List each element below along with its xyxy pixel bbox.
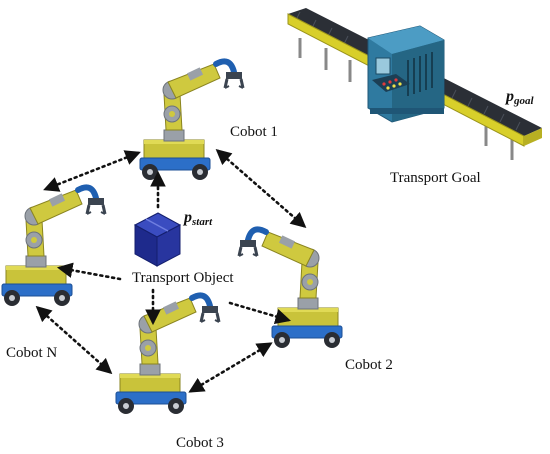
transport-goal-label: Transport Goal xyxy=(390,170,481,186)
p-goal-symbol: p xyxy=(506,88,514,105)
cobot-n-robot-arm-icon xyxy=(2,187,105,306)
communication-arrows xyxy=(35,148,307,393)
arrow-object-cobot2 xyxy=(228,301,291,324)
cobot-1-robot-arm-icon xyxy=(140,61,243,180)
p-start-symbol: p xyxy=(184,209,192,226)
arrow-cobotN-cobot3 xyxy=(35,305,113,375)
transport-object-label: Transport Object xyxy=(132,270,234,286)
arrow-cobot1-cobotN xyxy=(43,150,141,192)
arrow-object-cobotN xyxy=(56,262,122,281)
arrow-cobot1-cobot2 xyxy=(215,148,307,229)
cobot-2-robot-arm-icon xyxy=(239,229,342,348)
cobot-1-label: Cobot 1 xyxy=(230,124,278,140)
cobot-3-label: Cobot 3 xyxy=(176,435,224,451)
cobot-n-label: Cobot N xyxy=(6,345,58,361)
arrow-cobot3-cobot2 xyxy=(188,342,273,393)
package-box-icon xyxy=(133,212,182,267)
cobot-2-label: Cobot 2 xyxy=(345,357,393,373)
p-goal-label: pgoal xyxy=(506,89,534,107)
p-goal-subscript: goal xyxy=(514,95,534,107)
cobot-3-robot-arm-icon xyxy=(116,295,219,414)
p-start-label: pstart xyxy=(184,210,212,228)
p-start-subscript: start xyxy=(192,216,213,228)
conveyor-machine-icon xyxy=(287,8,542,160)
